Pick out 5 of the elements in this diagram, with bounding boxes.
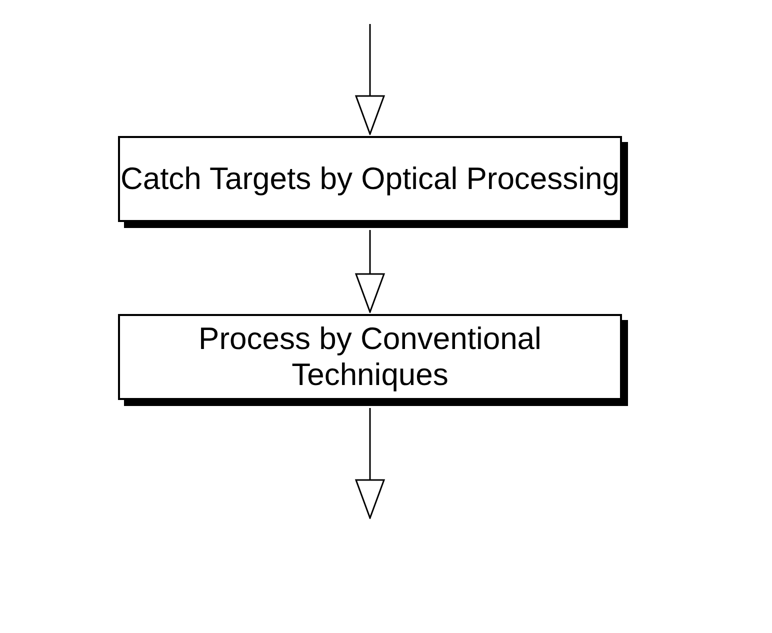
arrow [355,24,385,135]
arrow [355,408,385,519]
arrow [355,230,385,313]
box-label: Process by Conventional Techniques [198,321,542,393]
box-label: Catch Targets by Optical Processing [120,161,620,197]
